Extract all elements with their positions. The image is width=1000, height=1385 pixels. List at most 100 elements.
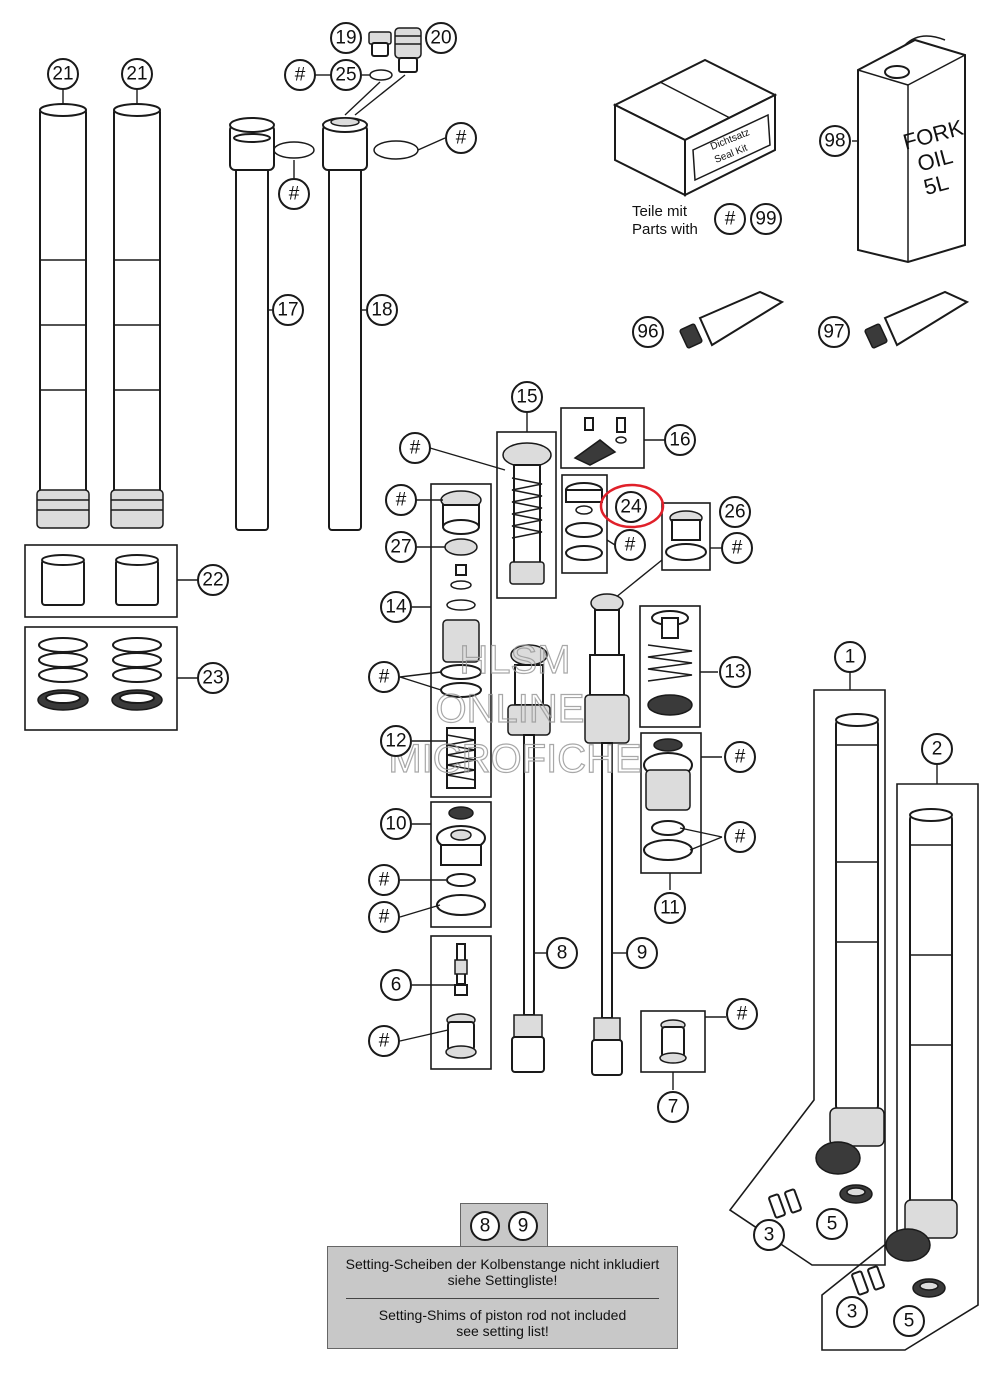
- callout-hash-11: #: [724, 741, 756, 773]
- svg-text:#: #: [410, 438, 421, 459]
- svg-text:98: 98: [824, 131, 845, 152]
- svg-text:#: #: [379, 1031, 390, 1052]
- callout-6: 6: [380, 969, 412, 1001]
- callout-21-left: 21: [47, 58, 79, 90]
- svg-text:3: 3: [764, 1225, 775, 1246]
- callout-2: 2: [921, 733, 953, 765]
- callout-99: 99: [750, 203, 782, 235]
- callout-19: 19: [330, 22, 362, 54]
- svg-text:9: 9: [518, 1216, 529, 1237]
- callout-hash-14: #: [385, 484, 417, 516]
- svg-text:22: 22: [202, 570, 223, 591]
- bolts-3b: [851, 1265, 885, 1296]
- fork-leg-1: [815, 713, 885, 1175]
- callout-17: 17: [272, 294, 304, 326]
- grease-tube-96: [679, 290, 785, 349]
- svg-text:97: 97: [823, 322, 844, 343]
- svg-text:16: 16: [669, 430, 690, 451]
- svg-text:21: 21: [52, 64, 73, 85]
- nut-5b: [912, 1278, 946, 1298]
- note-divider: [346, 1298, 659, 1299]
- svg-text:19: 19: [335, 28, 356, 49]
- cap-20: [394, 27, 422, 73]
- group-box-13: [639, 605, 701, 728]
- callout-hash-7: #: [726, 998, 758, 1030]
- outer-tube-21-right: [110, 103, 164, 529]
- svg-text:8: 8: [480, 1216, 491, 1237]
- svg-text:#: #: [379, 667, 390, 688]
- callout-25: 25: [330, 59, 362, 91]
- svg-text:#: #: [732, 538, 743, 559]
- callout-hash-15: #: [399, 432, 431, 464]
- callout-24: 24: [615, 491, 647, 523]
- fork-leg-2-frame: [821, 783, 979, 1351]
- callout-hash-6: #: [368, 1025, 400, 1057]
- note-de-line-1: Setting-Scheiben der Kolbenstange nicht …: [345, 1256, 660, 1272]
- teile-mit-label: Teile mit: [632, 203, 688, 220]
- fork-leg-1-frame: [728, 689, 886, 1266]
- inner-tube-17: [229, 117, 315, 531]
- group-box-24: [561, 474, 608, 574]
- callout-16: 16: [664, 424, 696, 456]
- callout-18: 18: [366, 294, 398, 326]
- svg-text:17: 17: [277, 300, 298, 321]
- inner-tube-18: [322, 117, 446, 531]
- callout-hash-24: #: [614, 529, 646, 561]
- seal-kit-box: Dichtsatz Seal Kit: [612, 58, 778, 197]
- callout-hash-11b: #: [724, 821, 756, 853]
- svg-text:25: 25: [335, 65, 356, 86]
- piston-rod-9: [584, 593, 630, 1076]
- svg-text:12: 12: [385, 731, 406, 752]
- svg-text:23: 23: [202, 668, 223, 689]
- callout-hash-25: #: [284, 59, 316, 91]
- svg-text:26: 26: [724, 502, 745, 523]
- note-callout-8: 8: [470, 1211, 500, 1241]
- callout-hash-99: #: [714, 203, 746, 235]
- grease-tube-97: [864, 290, 970, 349]
- svg-text:#: #: [625, 535, 636, 556]
- callout-12: 12: [380, 725, 412, 757]
- group-box-6: [430, 935, 492, 1070]
- note-tab: 8 9: [460, 1203, 548, 1247]
- svg-text:10: 10: [385, 814, 406, 835]
- callout-hash-14b: #: [368, 661, 400, 693]
- svg-text:3: 3: [847, 1302, 858, 1323]
- svg-text:20: 20: [430, 28, 451, 49]
- callout-26: 26: [719, 496, 751, 528]
- outer-tube-21-left: [36, 103, 90, 529]
- svg-text:24: 24: [620, 497, 642, 518]
- note-de-line-2: siehe Settingliste!: [447, 1272, 558, 1288]
- svg-text:#: #: [295, 65, 306, 86]
- svg-text:5: 5: [827, 1214, 838, 1235]
- callout-23: 23: [197, 662, 229, 694]
- note-callout-9: 9: [508, 1211, 538, 1241]
- svg-text:27: 27: [390, 537, 411, 558]
- watermark-line-1: HLSM: [459, 638, 570, 682]
- callout-3b: 3: [836, 1296, 868, 1328]
- o-ring-25: [369, 69, 393, 81]
- svg-text:99: 99: [755, 209, 776, 230]
- callout-9: 9: [626, 937, 658, 969]
- group-box-10: [430, 801, 492, 928]
- callout-5b: 5: [893, 1305, 925, 1337]
- highlight-ring-24: [599, 483, 665, 529]
- group-box-16: [560, 407, 645, 469]
- fork-oil-can: FORK OIL 5L: [857, 35, 966, 264]
- callout-20: 20: [425, 22, 457, 54]
- callout-96: 96: [632, 316, 664, 348]
- svg-text:9: 9: [637, 943, 648, 964]
- callout-8: 8: [546, 937, 578, 969]
- callout-7: 7: [657, 1091, 689, 1123]
- callout-5a: 5: [816, 1208, 848, 1240]
- callout-11: 11: [654, 892, 686, 924]
- watermark: HLSM ONLINE MICROFICHE: [388, 637, 643, 781]
- note-en-line-1: Setting-Shims of piston rod not included: [378, 1307, 627, 1323]
- bracket-16: [573, 439, 617, 466]
- svg-text:8: 8: [557, 943, 568, 964]
- svg-text:#: #: [456, 128, 467, 149]
- group-box-26: [661, 502, 711, 571]
- callout-13: 13: [719, 656, 751, 688]
- callout-hash-17: #: [278, 178, 310, 210]
- svg-text:#: #: [379, 870, 390, 891]
